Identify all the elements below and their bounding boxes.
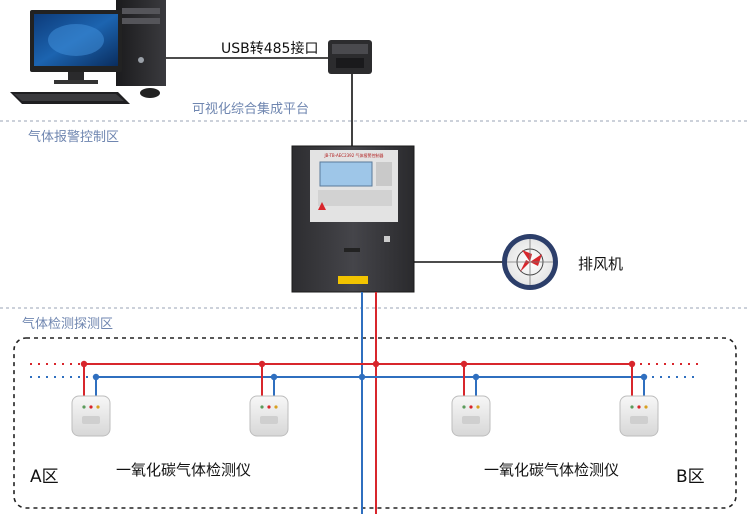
gas-alarm-controller (291, 145, 415, 293)
detector-label-right: 一氧化碳气体检测仪 (484, 461, 620, 479)
fan-label: 排风机 (578, 255, 624, 273)
co-detector-2 (249, 395, 289, 437)
co-detector-3 (451, 395, 491, 437)
zone-alarm-control-label: 气体报警控制区 (28, 130, 120, 145)
platform-label: 可视化综合集成平台 (192, 102, 310, 117)
detector-drop-lines (83, 364, 645, 398)
computer-icon (10, 0, 166, 104)
detector-label-left: 一氧化碳气体检测仪 (116, 461, 252, 479)
exhaust-fan-icon (502, 234, 558, 290)
usb-485-converter-icon (328, 40, 372, 74)
controller-panel-title: JB-TB-AEC2392 气体报警控制器 (323, 152, 383, 158)
usb-485-label: USB转485接口 (221, 41, 319, 57)
area-b-label: B区 (676, 467, 705, 487)
co-detector-1 (71, 395, 111, 437)
zone-detection-label: 气体检测探测区 (22, 317, 114, 332)
co-detector-4 (619, 395, 659, 437)
area-a-label: A区 (30, 467, 59, 487)
